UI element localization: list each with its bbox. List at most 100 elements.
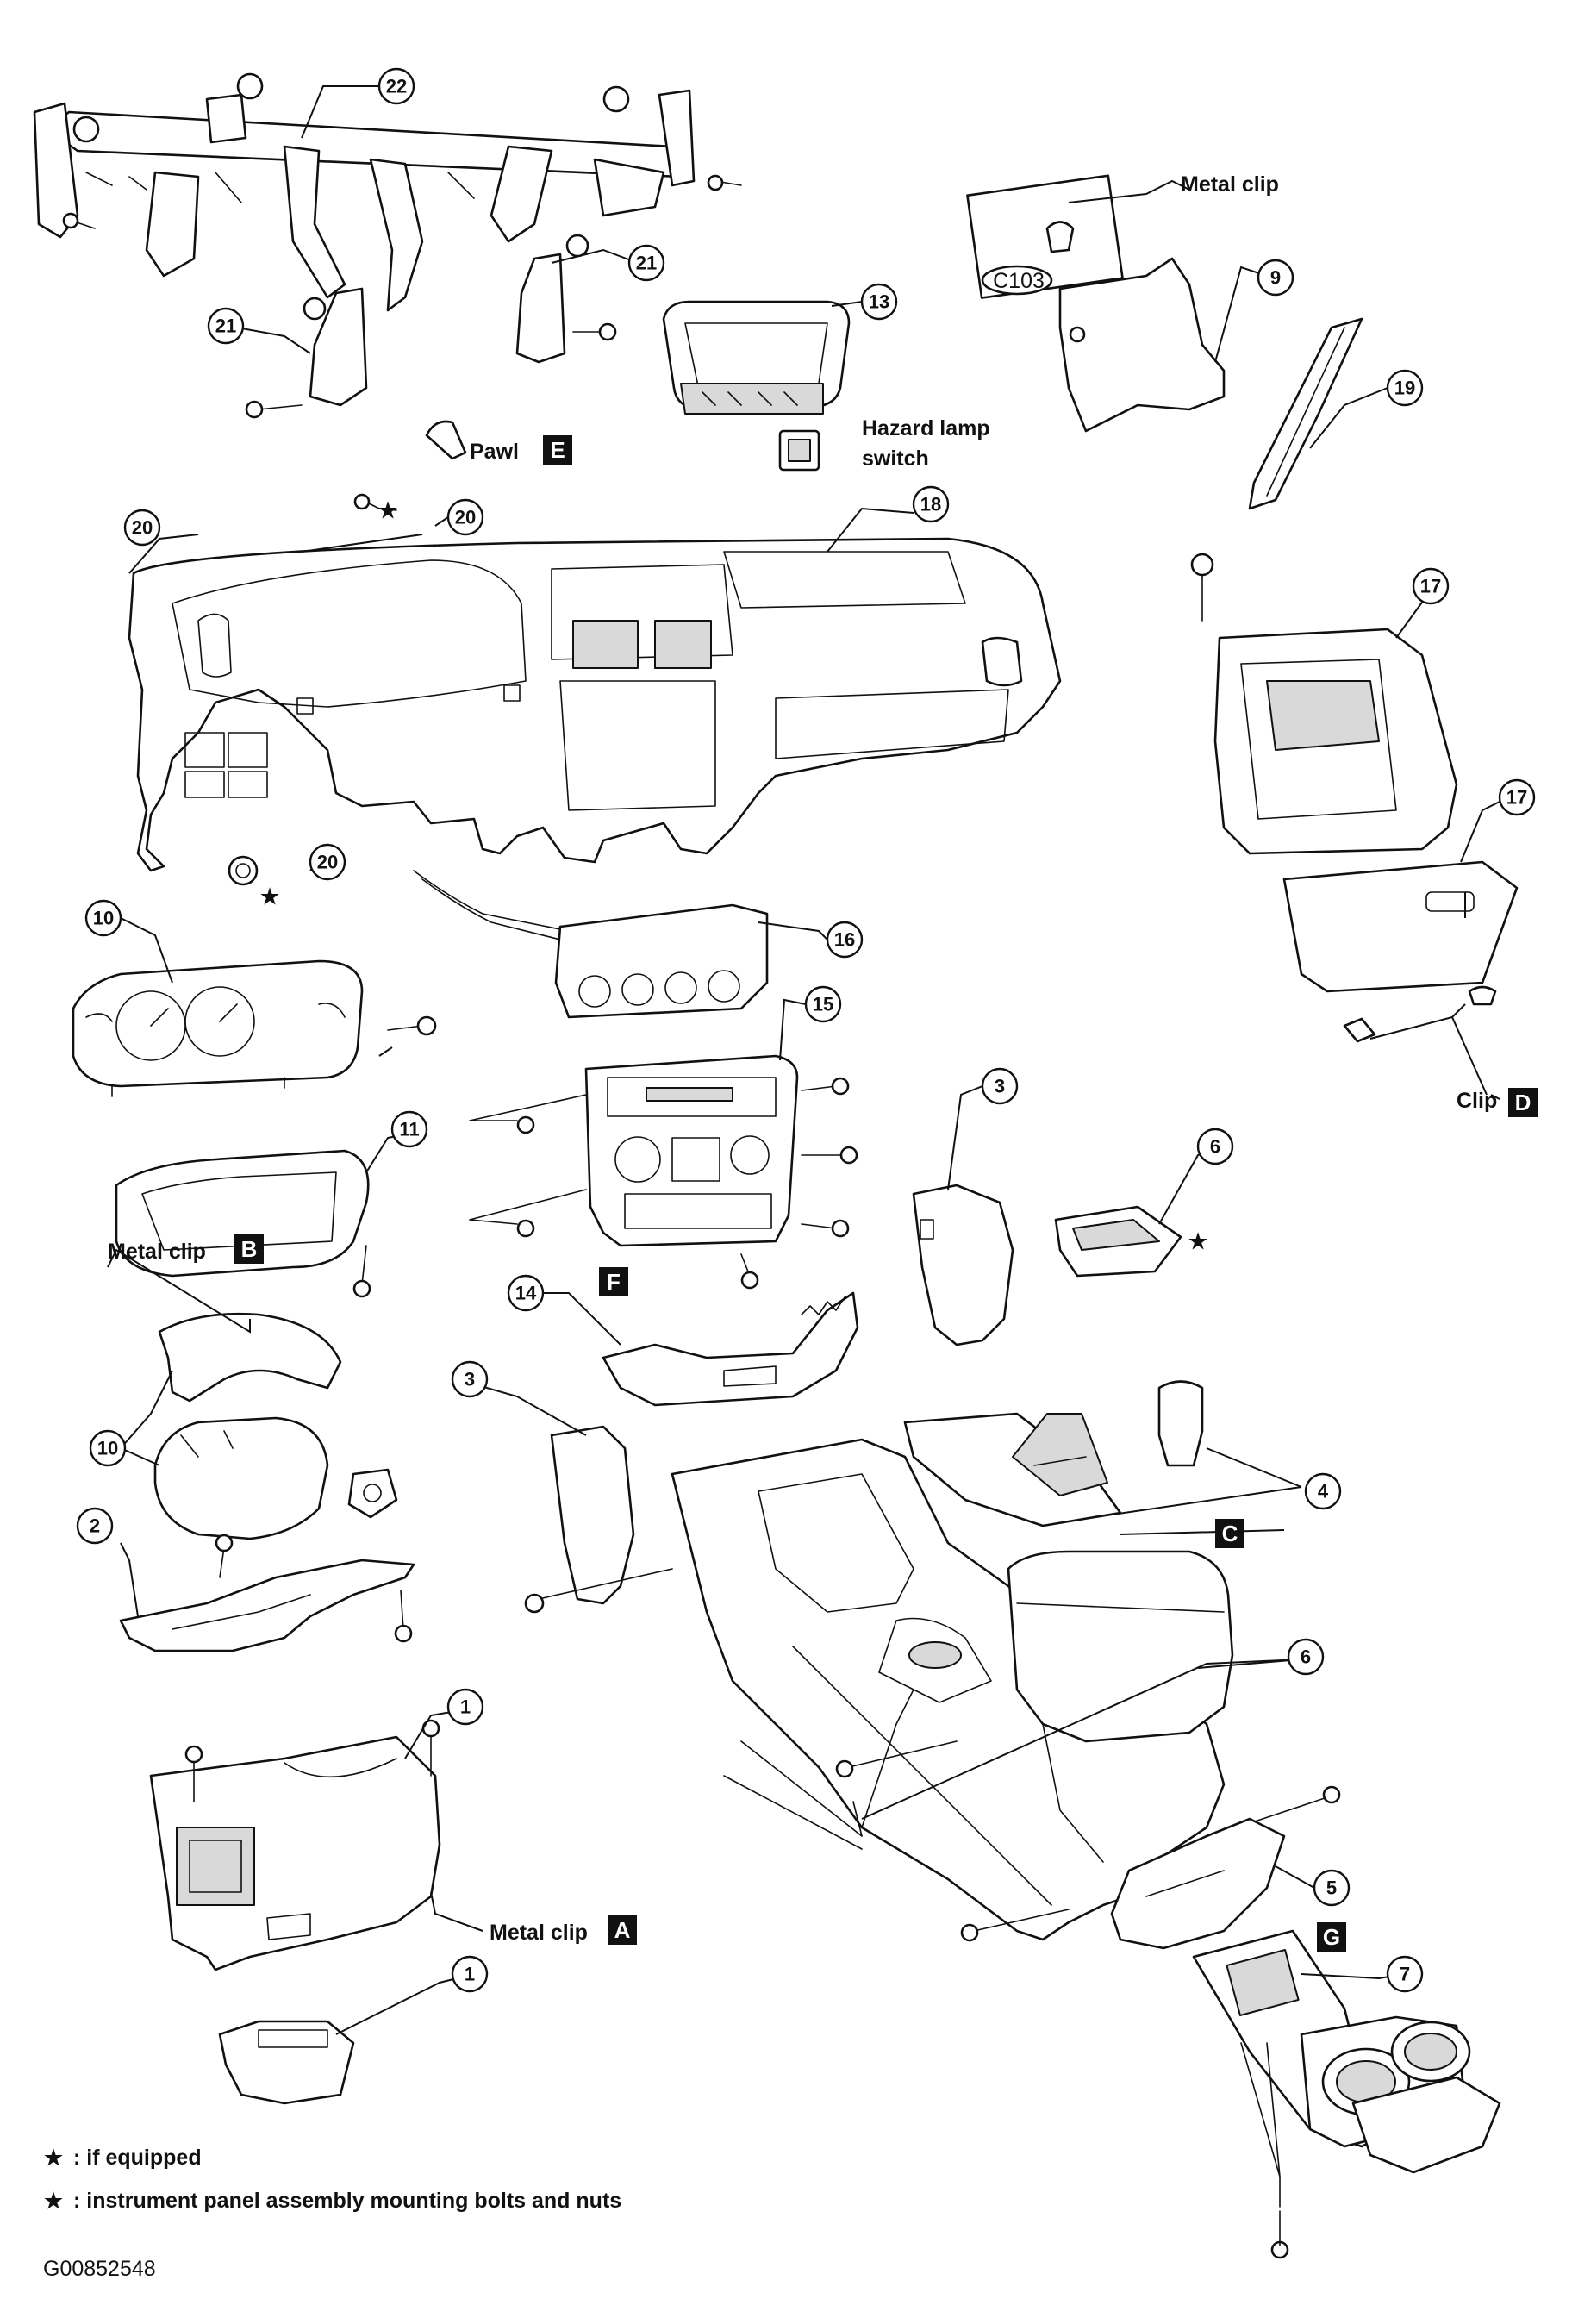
svg-text:17: 17 xyxy=(1506,787,1527,809)
callout-6-lower: 6 xyxy=(1287,1638,1325,1676)
svg-text:B: B xyxy=(241,1236,258,1262)
svg-text:10: 10 xyxy=(97,1438,118,1459)
label-hazard-lamp-1: Hazard lamp xyxy=(862,416,990,440)
console-screws xyxy=(835,1740,1341,1942)
label-metal-clip-b: Metal clip xyxy=(108,1240,206,1264)
callout-19: 19 xyxy=(1386,369,1424,407)
marker-f: F xyxy=(599,1267,628,1296)
callout-11: 11 xyxy=(390,1110,428,1148)
label-hazard-lamp-2: switch xyxy=(862,447,929,471)
callout-15: 15 xyxy=(804,985,842,1023)
callout-3-upper: 3 xyxy=(981,1067,1019,1105)
callout-3-lower: 3 xyxy=(451,1360,489,1398)
hazard-bezel-13 xyxy=(662,300,851,472)
heater-control-16 xyxy=(413,870,769,1019)
svg-text:5: 5 xyxy=(1326,1877,1337,1899)
svg-text:E: E xyxy=(550,437,565,463)
callout-20-top: 20 xyxy=(446,498,484,536)
svg-text:20: 20 xyxy=(317,852,338,873)
shift-boot-4 xyxy=(903,1412,1122,1527)
svg-text:17: 17 xyxy=(1420,576,1441,597)
svg-text:4: 4 xyxy=(1318,1481,1329,1502)
svg-text:11: 11 xyxy=(399,1119,419,1140)
lower-panel-1-small xyxy=(218,2020,355,2105)
callout-13: 13 xyxy=(860,283,898,321)
callout-20-left: 20 xyxy=(123,509,161,547)
label-clip-d: Clip xyxy=(1457,1089,1497,1113)
callout-17-upper: 17 xyxy=(1412,567,1450,605)
svg-text:18: 18 xyxy=(920,494,941,515)
svg-text:14: 14 xyxy=(515,1283,537,1304)
column-cover-10-lower xyxy=(153,1416,398,1540)
callout-20-bottom: 20 xyxy=(309,843,346,881)
svg-text:1: 1 xyxy=(465,1964,475,1985)
label-connector-c103: C103 xyxy=(993,269,1045,293)
side-trim-5 xyxy=(1110,1817,1286,1950)
bracket-2 xyxy=(119,1534,415,1652)
svg-text:1: 1 xyxy=(460,1696,471,1718)
glovebox-lid-17 xyxy=(1282,860,1519,993)
svg-text:7: 7 xyxy=(1400,1964,1410,1985)
legend-text-2: : instrument panel assembly mounting bol… xyxy=(73,2189,621,2213)
svg-text:6: 6 xyxy=(1301,1646,1311,1668)
svg-text:10: 10 xyxy=(93,908,114,929)
svg-text:C: C xyxy=(1222,1521,1238,1546)
svg-text:F: F xyxy=(607,1269,621,1295)
label-pawl: Pawl xyxy=(470,440,519,464)
bracket-21-left xyxy=(245,287,368,419)
panel-9 xyxy=(966,174,1226,433)
svg-text:9: 9 xyxy=(1270,267,1281,289)
svg-text:6: 6 xyxy=(1210,1136,1220,1158)
svg-text:D: D xyxy=(1515,1090,1531,1115)
callout-6-upper: 6 xyxy=(1196,1128,1234,1165)
svg-text:16: 16 xyxy=(834,929,855,951)
tray-6 xyxy=(1054,1205,1182,1278)
svg-text:A: A xyxy=(614,1917,631,1943)
shift-knob-4 xyxy=(1157,1380,1204,1467)
callout-2: 2 xyxy=(76,1507,114,1545)
svg-text:2: 2 xyxy=(90,1515,100,1537)
star-mark-top: ★ xyxy=(377,497,398,525)
center-panel-15 xyxy=(469,1054,858,1290)
callout-12: 10 xyxy=(84,899,122,937)
callout-10: 10 xyxy=(89,1429,127,1467)
marker-g: G xyxy=(1317,1922,1346,1952)
callout-22: 22 xyxy=(377,67,415,105)
column-cover-10-upper xyxy=(158,1312,342,1403)
marker-e: E xyxy=(543,435,572,465)
callout-1-upper: 1 xyxy=(446,1688,484,1726)
callout-7: 7 xyxy=(1386,1955,1424,1993)
side-panel-3-lower xyxy=(524,1425,673,1614)
svg-text:22: 22 xyxy=(386,76,407,97)
callout-1-lower: 1 xyxy=(451,1955,489,1993)
instrument-panel-20 xyxy=(128,493,1062,886)
marker-a: A xyxy=(608,1915,637,1945)
side-panel-3-upper xyxy=(912,1184,1014,1346)
callout-9: 9 xyxy=(1257,259,1294,297)
pawl-e xyxy=(425,420,467,460)
legend-text-1: : if equipped xyxy=(73,2146,202,2170)
cluster-lid-11 xyxy=(115,1149,371,1298)
figure-code: G00852548 xyxy=(43,2257,156,2281)
svg-text:15: 15 xyxy=(813,994,833,1015)
clip-d xyxy=(1343,985,1497,1043)
lower-cover-14 xyxy=(602,1291,859,1407)
marker-d: D xyxy=(1508,1088,1538,1117)
callout-5: 5 xyxy=(1313,1869,1351,1907)
center-console-6 xyxy=(671,1438,1234,1941)
svg-text:13: 13 xyxy=(869,291,889,313)
marker-b: B xyxy=(234,1234,264,1264)
pillar-trim-19 xyxy=(1248,317,1363,510)
star-mark-nut: ★ xyxy=(259,883,280,911)
callout-18: 18 xyxy=(912,485,950,523)
legend: ★ : if equipped ★ : instrument panel ass… xyxy=(42,2144,621,2215)
svg-text:20: 20 xyxy=(455,507,476,528)
glovebox-housing-17 xyxy=(1190,553,1458,855)
svg-text:20: 20 xyxy=(132,517,153,539)
label-metal-clip-top: Metal clip xyxy=(1181,172,1279,197)
combination-meter-12 xyxy=(72,959,437,1097)
cup-holder-7 xyxy=(1192,1929,1501,2259)
callout-16: 16 xyxy=(826,921,864,959)
steering-member-22 xyxy=(33,72,742,312)
callout-17-lower: 17 xyxy=(1498,778,1536,816)
